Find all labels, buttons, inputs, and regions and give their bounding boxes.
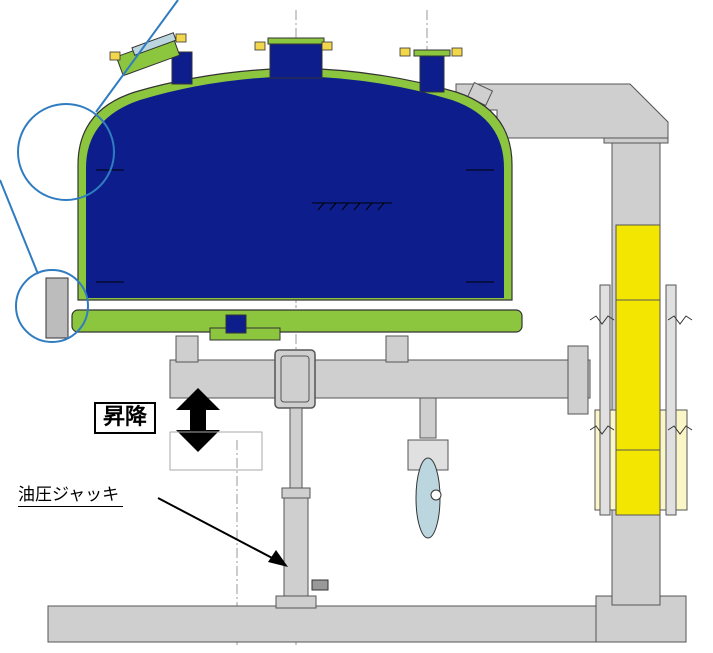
- cross-beam: [169, 335, 591, 415]
- hydraulic-jack: [275, 407, 329, 609]
- guide-sleeve: [589, 224, 693, 516]
- callout-detail: [0, 0, 179, 343]
- vessel-bottom: [71, 309, 523, 341]
- base-frame: [47, 595, 687, 643]
- jack-head: [274, 349, 316, 409]
- lift-label: 昇降: [94, 402, 156, 434]
- jack-leader-arrow: [157, 497, 288, 567]
- vessel-body: [45, 32, 522, 339]
- hydraulic-jack-label: 油圧ジャッキ: [18, 484, 124, 507]
- double-headed-arrow-icon: [169, 388, 263, 471]
- caster-wheel: [407, 397, 449, 539]
